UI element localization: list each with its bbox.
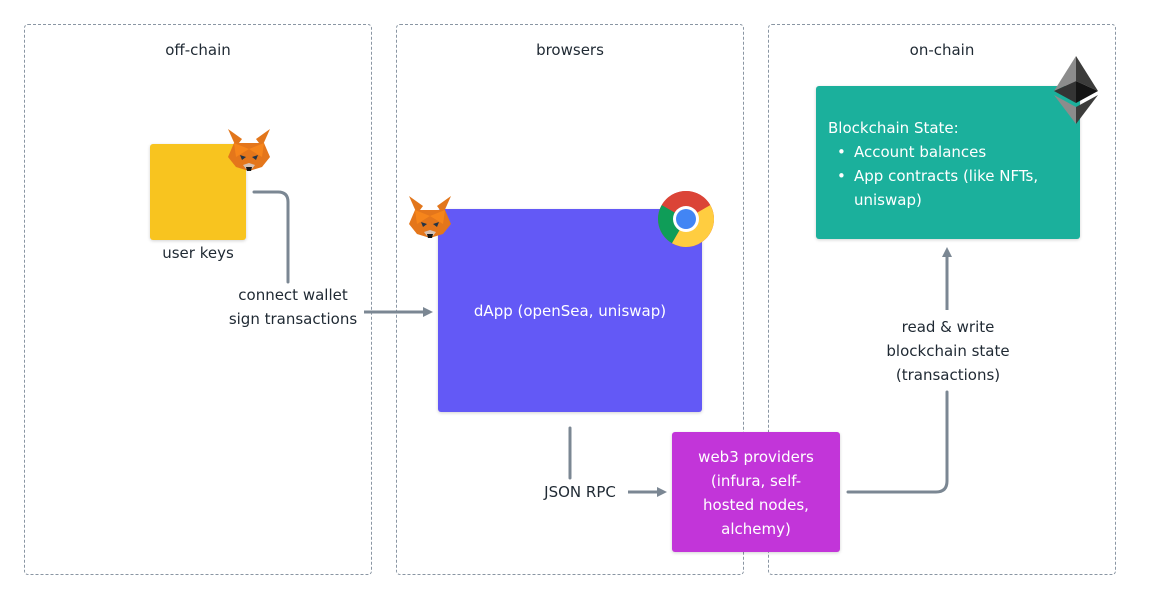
metamask-fox-icon — [228, 129, 270, 171]
browsers-zone-title: browsers — [536, 41, 604, 59]
browsers-zone: browsers — [396, 24, 744, 575]
providers-connector — [846, 390, 949, 494]
web3-providers-line-1: web3 providers — [698, 448, 814, 466]
dapp-label: dApp (openSea, uniswap) — [473, 302, 667, 320]
connect-wallet-line-1: connect wallet — [238, 286, 348, 304]
web3-providers-label: web3 providers (infura, self- hosted nod… — [672, 445, 840, 541]
connect-wallet-line-2: sign transactions — [228, 310, 358, 328]
read-write-label: read & write blockchain state (transacti… — [870, 315, 1026, 387]
state-item-app-contracts: App contracts (like NFTs, uniswap) — [837, 164, 1072, 212]
read-write-line-1: read & write — [901, 318, 995, 336]
web3-providers-line-2: (infura, self- — [710, 472, 802, 490]
blockchain-state-title: Blockchain State: — [828, 119, 959, 137]
off-chain-zone: off-chain — [24, 24, 372, 575]
ethereum-logo-icon — [1054, 56, 1098, 124]
dapp-box — [438, 209, 702, 412]
state-item-account-balances: Account balances — [837, 140, 1072, 164]
state-item-app-contracts-line-1: App contracts (like NFTs, — [854, 167, 1039, 185]
user-keys-label: user keys — [162, 244, 234, 262]
json-rpc-label: JSON RPC — [544, 483, 616, 501]
on-chain-zone-title: on-chain — [909, 41, 975, 59]
blockchain-state-text: Blockchain State: Account balances App c… — [828, 116, 1072, 212]
web3-providers-line-3: hosted nodes, — [703, 496, 809, 514]
blockchain-state-list: Account balances App contracts (like NFT… — [828, 140, 1072, 212]
web3-providers-line-4: alchemy) — [721, 520, 791, 538]
web3-providers-box — [672, 432, 840, 552]
metamask-fox-icon — [409, 196, 451, 238]
user-keys-connector — [252, 190, 290, 284]
chrome-browser-icon — [657, 190, 715, 248]
read-write-line-3: (transactions) — [895, 366, 1001, 384]
on-chain-zone: on-chain — [768, 24, 1116, 575]
off-chain-zone-title: off-chain — [165, 41, 231, 59]
read-write-line-2: blockchain state — [886, 342, 1010, 360]
user-keys-box — [150, 144, 246, 240]
connect-wallet-label: connect wallet sign transactions — [225, 283, 361, 331]
state-item-app-contracts-line-2: uniswap) — [854, 191, 922, 209]
